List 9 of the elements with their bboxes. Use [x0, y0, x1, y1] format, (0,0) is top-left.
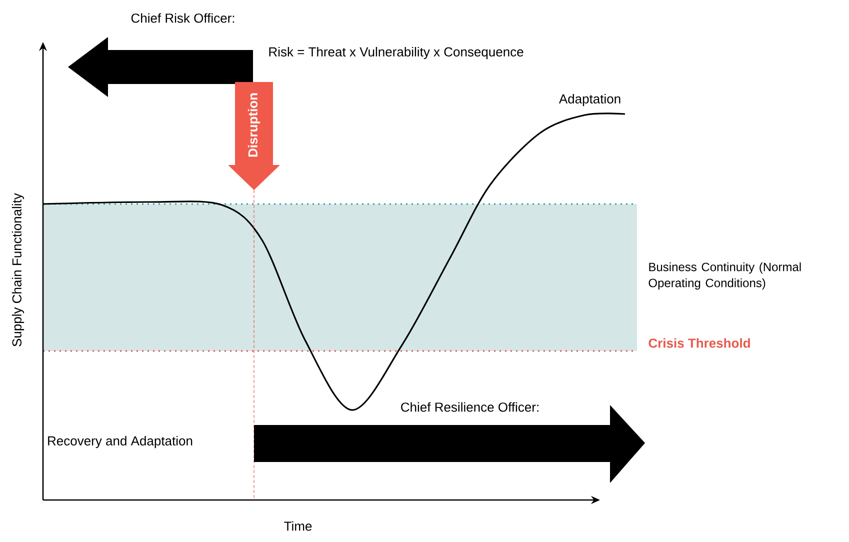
- curve-label: Adaptation: [558, 94, 620, 106]
- role-label: Chief Resilience Officer:: [401, 402, 538, 412]
- role-label: Chief Risk Officer:: [131, 13, 234, 23]
- phase-label: Recovery and Adaptation: [48, 436, 192, 448]
- threshold-label: Crisis Threshold: [648, 338, 750, 348]
- formula-text: Risk = Threat x Vulnerability x Consequence: [269, 46, 524, 60]
- axis-label: Supply Chain Functionality: [12, 193, 24, 346]
- axis-label: Time: [284, 521, 312, 531]
- zone-label: Business Continuity (Normal Operating Conditions): [648, 262, 801, 290]
